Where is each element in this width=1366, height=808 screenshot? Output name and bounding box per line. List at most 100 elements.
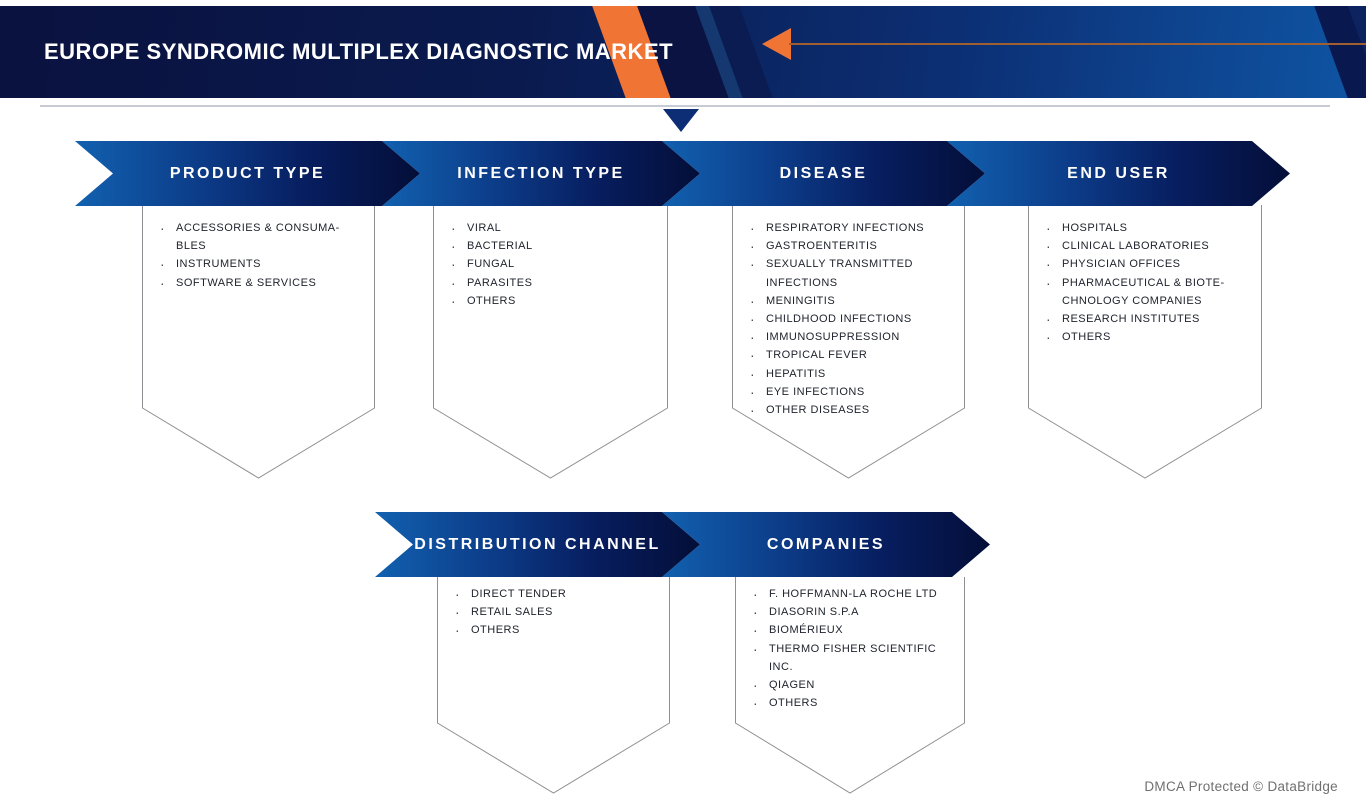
- segment-label-distribution-channel: DISTRIBUTION CHANNEL: [414, 535, 661, 553]
- segment-banner-infection-type: INFECTION TYPE: [382, 141, 700, 206]
- bullet-dot-icon: ·: [160, 256, 165, 273]
- list-item-label: BIOMÉRIEUX: [769, 624, 844, 637]
- list-item: · ACCESSORIES & CONSUMA-BLES: [158, 219, 346, 255]
- list-item: · PHYSICIAN OFFICES: [1044, 255, 1242, 273]
- triangle-down-icon: [663, 109, 699, 132]
- list-item: · IMMUNOSUPPRESSION: [748, 328, 938, 346]
- bullet-dot-icon: ·: [750, 383, 755, 400]
- bullet-dot-icon: ·: [160, 220, 165, 236]
- dmca-watermark: DMCA Protected © DataBridge: [1144, 779, 1338, 794]
- bullet-dot-icon: ·: [160, 274, 165, 291]
- bullet-dot-icon: ·: [750, 292, 755, 309]
- segment-banner-companies: COMPANIES: [662, 512, 990, 577]
- pennant-outline-infection-type: [433, 205, 668, 479]
- segment-label-disease: DISEASE: [779, 164, 868, 182]
- arrow-left-icon: [762, 28, 791, 60]
- list-item-label: PHARMACEUTICAL & BIOTE-CHNOLOGY COMPANIE…: [1062, 276, 1225, 307]
- list-item: · DIASORIN S.P.A: [751, 603, 959, 621]
- segment-list-infection-type: ·VIRAL·BACTERIAL·FUNGAL·PARASITES·OTHERS: [449, 219, 627, 310]
- list-item: ·BIOMÉRIEUX: [751, 621, 959, 639]
- list-item: ·SEXUALLY TRANSMITTED INFECTIONS: [748, 255, 938, 291]
- list-item-label: OTHERS: [1062, 331, 1111, 344]
- list-item-label: PHYSICIAN OFFICES: [1062, 258, 1181, 271]
- list-item-label: F. HOFFMANN-LA ROCHE LTD: [769, 588, 938, 600]
- list-item-label: SEXUALLY TRANSMITTED INFECTIONS: [766, 258, 913, 289]
- segment-banner-product-type: PRODUCT TYPE: [75, 141, 420, 206]
- bullet-dot-icon: ·: [455, 586, 460, 602]
- segment-list-end-user: ·HOSPITALS·CLINICAL LABORATORIES·PHYSICI…: [1044, 219, 1242, 346]
- segment-label-product-type: PRODUCT TYPE: [169, 164, 326, 182]
- header-banner: EUROPE SYNDROMIC MULTIPLEX DIAGNOSTIC MA…: [0, 6, 1366, 98]
- list-item-label: ACCESSORIES & CONSUMA-BLES: [176, 222, 340, 253]
- list-item: ·CLINICAL LABORATORIES: [1044, 237, 1242, 255]
- page-title: EUROPE SYNDROMIC MULTIPLEX DIAGNOSTIC MA…: [44, 39, 674, 64]
- list-item-label: OTHER DISEASES: [766, 404, 870, 417]
- bullet-dot-icon: ·: [750, 347, 755, 364]
- list-item: ·HEPATITIS: [748, 365, 938, 383]
- segment-list-companies: · F. HOFFMANN-LA ROCHE LTD · DIASORIN S.P.A…: [751, 585, 959, 712]
- bullet-dot-icon: ·: [750, 311, 755, 328]
- bullet-dot-icon: ·: [753, 604, 758, 621]
- list-item: · FUNGAL: [449, 255, 627, 273]
- list-item: · GASTROENTERITIS: [748, 237, 938, 255]
- segment-banner-end-user: END USER: [947, 141, 1290, 206]
- list-item-label: DIASORIN S.P.A: [769, 606, 859, 619]
- pennant-outline-distribution-channel: [437, 577, 670, 794]
- bullet-dot-icon: ·: [750, 220, 755, 236]
- list-item-label: SOFTWARE & SERVICES: [176, 276, 317, 289]
- list-item: · OTHER DISEASES: [748, 401, 938, 419]
- bullet-dot-icon: ·: [451, 256, 456, 273]
- bullet-dot-icon: ·: [1046, 220, 1051, 236]
- bullet-dot-icon: ·: [753, 586, 758, 602]
- list-item: · OTHERS: [1044, 328, 1242, 346]
- list-item-label: CLINICAL LABORATORIES: [1062, 240, 1210, 253]
- bullet-dot-icon: ·: [750, 402, 755, 419]
- list-item: · OTHERS: [449, 292, 627, 310]
- segment-list-product-type: ·ACCESSORIES & CONSUMA-BLES·INSTRUMENTS·…: [158, 219, 346, 292]
- list-item: · CHILDHOOD INFECTIONS: [748, 310, 938, 328]
- list-item-label: CHILDHOOD INFECTIONS: [766, 313, 912, 326]
- list-item-label: VIRAL: [467, 222, 502, 234]
- segment-banner-disease: DISEASE: [662, 141, 985, 206]
- bullet-dot-icon: ·: [753, 677, 758, 694]
- list-item-label: IMMUNOSUPPRESSION: [766, 331, 900, 344]
- list-item: · EYE INFECTIONS: [748, 383, 938, 401]
- list-item-label: QIAGEN: [769, 679, 815, 692]
- list-item: ·PARASITES: [449, 274, 627, 292]
- list-item-label: TROPICAL FEVER: [766, 349, 868, 362]
- bullet-dot-icon: ·: [750, 238, 755, 255]
- list-item: ·MENINGITIS: [748, 292, 938, 310]
- list-item-label: OTHERS: [471, 624, 520, 637]
- bullet-dot-icon: ·: [455, 604, 460, 621]
- list-item-label: INSTRUMENTS: [176, 258, 261, 271]
- list-item: ·VIRAL: [449, 219, 627, 237]
- bullet-dot-icon: ·: [1046, 329, 1051, 346]
- bullet-dot-icon: ·: [451, 292, 456, 309]
- pennant-outline-disease: [732, 205, 965, 479]
- bullet-dot-icon: ·: [451, 238, 456, 255]
- bullet-dot-icon: ·: [1046, 311, 1051, 328]
- list-item-label: BACTERIAL: [467, 240, 533, 253]
- list-item-label: OTHERS: [467, 294, 516, 307]
- list-item-label: EYE INFECTIONS: [766, 385, 865, 398]
- bullet-dot-icon: ·: [750, 329, 755, 346]
- list-item-label: HEPATITIS: [766, 367, 826, 380]
- list-item-label: GASTROENTERITIS: [766, 240, 878, 253]
- list-item: · DIRECT TENDER: [453, 585, 651, 603]
- list-item: · INSTRUMENTS: [158, 255, 346, 273]
- list-item-label: FUNGAL: [467, 258, 515, 271]
- list-item-label: DIRECT TENDER: [471, 588, 567, 600]
- bullet-dot-icon: ·: [753, 640, 758, 657]
- list-item: · TROPICAL FEVER: [748, 346, 938, 364]
- list-item: · RETAIL SALES: [453, 603, 651, 621]
- segment-label-end-user: END USER: [1067, 164, 1170, 182]
- segment-banner-distribution-channel: DISTRIBUTION CHANNEL: [375, 512, 700, 577]
- segment-list-distribution-channel: ·DIRECT TENDER·RETAIL SALES·OTHERS: [453, 585, 651, 640]
- list-item-label: RETAIL SALES: [471, 606, 553, 619]
- list-item-label: HOSPITALS: [1062, 222, 1128, 234]
- list-item: · BACTERIAL: [449, 237, 627, 255]
- list-item-label: RESEARCH INSTITUTES: [1062, 313, 1200, 326]
- list-item: · SOFTWARE & SERVICES: [158, 274, 346, 292]
- bullet-dot-icon: ·: [1046, 256, 1051, 273]
